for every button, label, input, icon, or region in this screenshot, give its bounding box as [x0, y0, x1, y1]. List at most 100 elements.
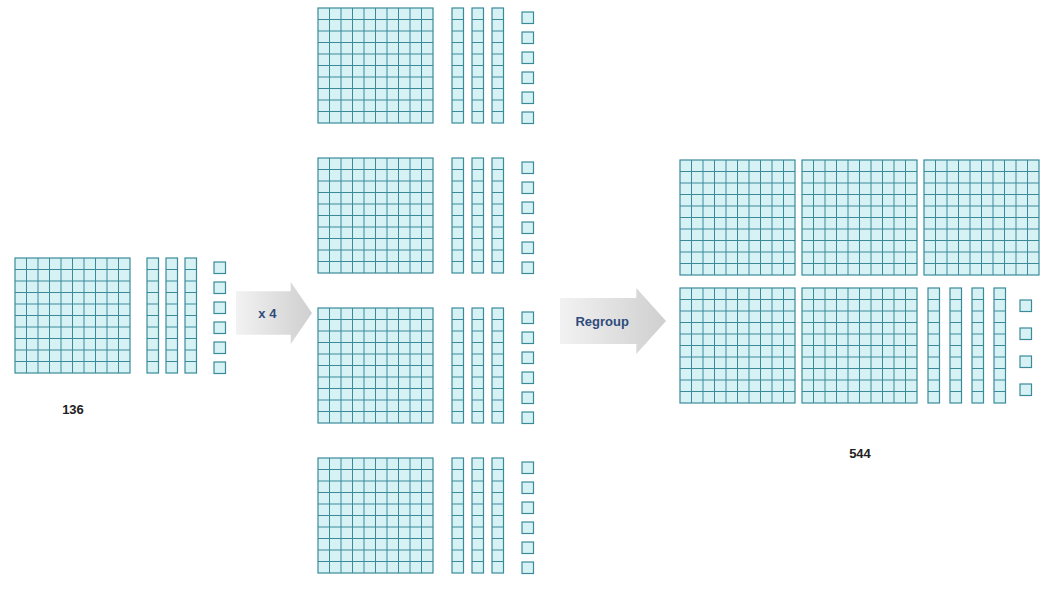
- unit-cube: [522, 332, 534, 344]
- unit-cube-face: [1020, 384, 1032, 396]
- unit-cube-face: [1020, 300, 1032, 312]
- arrow-text: Regroup: [575, 314, 628, 329]
- unit-cube-face: [522, 262, 534, 274]
- unit-cube-face: [522, 52, 534, 64]
- unit-cube: [522, 372, 534, 384]
- unit-cube: [522, 412, 534, 424]
- hundred-flat-grid: [15, 258, 130, 373]
- unit-cube-face: [522, 32, 534, 44]
- unit-cube-face: [1020, 328, 1032, 340]
- hundred-flat-face: [318, 308, 433, 423]
- unit-cube: [522, 92, 534, 104]
- unit-cube: [522, 352, 534, 364]
- unit-cube-face: [214, 322, 226, 334]
- ten-rod-grid: [492, 20, 504, 112]
- hundred-flat-face: [802, 160, 917, 275]
- ten-rod-face: [492, 458, 504, 573]
- ten-rod-grid: [972, 300, 984, 392]
- ten-rod: [472, 458, 484, 573]
- ten-rod-grid: [185, 270, 197, 362]
- ten-rod-grid: [452, 20, 464, 112]
- unit-cube-face: [522, 332, 534, 344]
- number-label: 544: [849, 446, 871, 461]
- ten-rod: [147, 258, 159, 373]
- ten-rod: [492, 458, 504, 573]
- arrow-box: Regroup: [560, 288, 666, 354]
- ten-rod-face: [492, 308, 504, 423]
- unit-cube-face: [522, 522, 534, 534]
- unit-cube: [522, 462, 534, 474]
- unit-cube-face: [1020, 356, 1032, 368]
- ten-rod-grid: [492, 170, 504, 262]
- unit-cube-face: [522, 482, 534, 494]
- hundred-flat-face: [680, 160, 795, 275]
- ten-rod: [492, 308, 504, 423]
- unit-cube-face: [522, 112, 534, 124]
- ten-rod-face: [472, 458, 484, 573]
- unit-cube-face: [522, 242, 534, 254]
- ten-rod-face: [452, 458, 464, 573]
- hundred-flat: [318, 458, 433, 573]
- ten-rod-grid: [994, 300, 1006, 392]
- hundred-flat-grid: [802, 288, 917, 403]
- unit-cube: [522, 182, 534, 194]
- hundred-flat: [318, 308, 433, 423]
- ten-rod: [492, 158, 504, 273]
- hundred-flat: [802, 288, 917, 403]
- unit-cube: [214, 282, 226, 294]
- ten-rod: [972, 288, 984, 403]
- unit-cube-face: [522, 562, 534, 574]
- ten-rod-grid: [452, 320, 464, 412]
- ten-rod: [994, 288, 1006, 403]
- unit-cube: [522, 162, 534, 174]
- hundred-flat: [802, 160, 917, 275]
- hundred-flat-grid: [924, 160, 1039, 275]
- unit-cube-face: [214, 302, 226, 314]
- unit-cube-face: [522, 202, 534, 214]
- unit-cube: [214, 362, 226, 374]
- ten-rod-grid: [472, 20, 484, 112]
- unit-cube: [522, 222, 534, 234]
- unit-cube: [522, 542, 534, 554]
- ten-rod: [452, 158, 464, 273]
- unit-cube: [214, 302, 226, 314]
- hundred-flat-grid: [802, 160, 917, 275]
- unit-cube-face: [522, 182, 534, 194]
- hundred-flat-grid: [318, 308, 433, 423]
- ten-rod: [472, 308, 484, 423]
- unit-cube-face: [522, 372, 534, 384]
- ten-rod-grid: [950, 300, 962, 392]
- ten-rod: [492, 8, 504, 123]
- number-label: 136: [62, 402, 84, 417]
- hundred-flat: [924, 160, 1039, 275]
- ten-rod-face: [472, 8, 484, 123]
- ten-rod: [472, 8, 484, 123]
- hundred-flat: [318, 158, 433, 273]
- unit-cube-face: [522, 72, 534, 84]
- unit-cube-face: [522, 162, 534, 174]
- unit-cube-face: [522, 92, 534, 104]
- hundred-flat-face: [318, 158, 433, 273]
- ten-rod-grid: [492, 470, 504, 562]
- ten-rod-grid: [452, 470, 464, 562]
- ten-rod-face: [166, 258, 178, 373]
- ten-rod-face: [472, 158, 484, 273]
- ten-rod: [472, 158, 484, 273]
- ten-rod-face: [972, 288, 984, 403]
- unit-cube: [522, 72, 534, 84]
- arrow-fill: [236, 282, 312, 344]
- ten-rod: [185, 258, 197, 373]
- unit-cube: [522, 502, 534, 514]
- ten-rod-grid: [452, 170, 464, 262]
- ten-rod: [452, 308, 464, 423]
- unit-cube: [522, 12, 534, 24]
- arrow-box: x 4: [236, 282, 312, 344]
- ten-rod-face: [147, 258, 159, 373]
- unit-cube: [522, 522, 534, 534]
- unit-cube: [522, 32, 534, 44]
- ten-rod-face: [928, 288, 940, 403]
- hundred-flat-grid: [318, 8, 433, 123]
- ten-rod-face: [452, 8, 464, 123]
- ten-rod: [166, 258, 178, 373]
- hundred-flat-face: [318, 458, 433, 573]
